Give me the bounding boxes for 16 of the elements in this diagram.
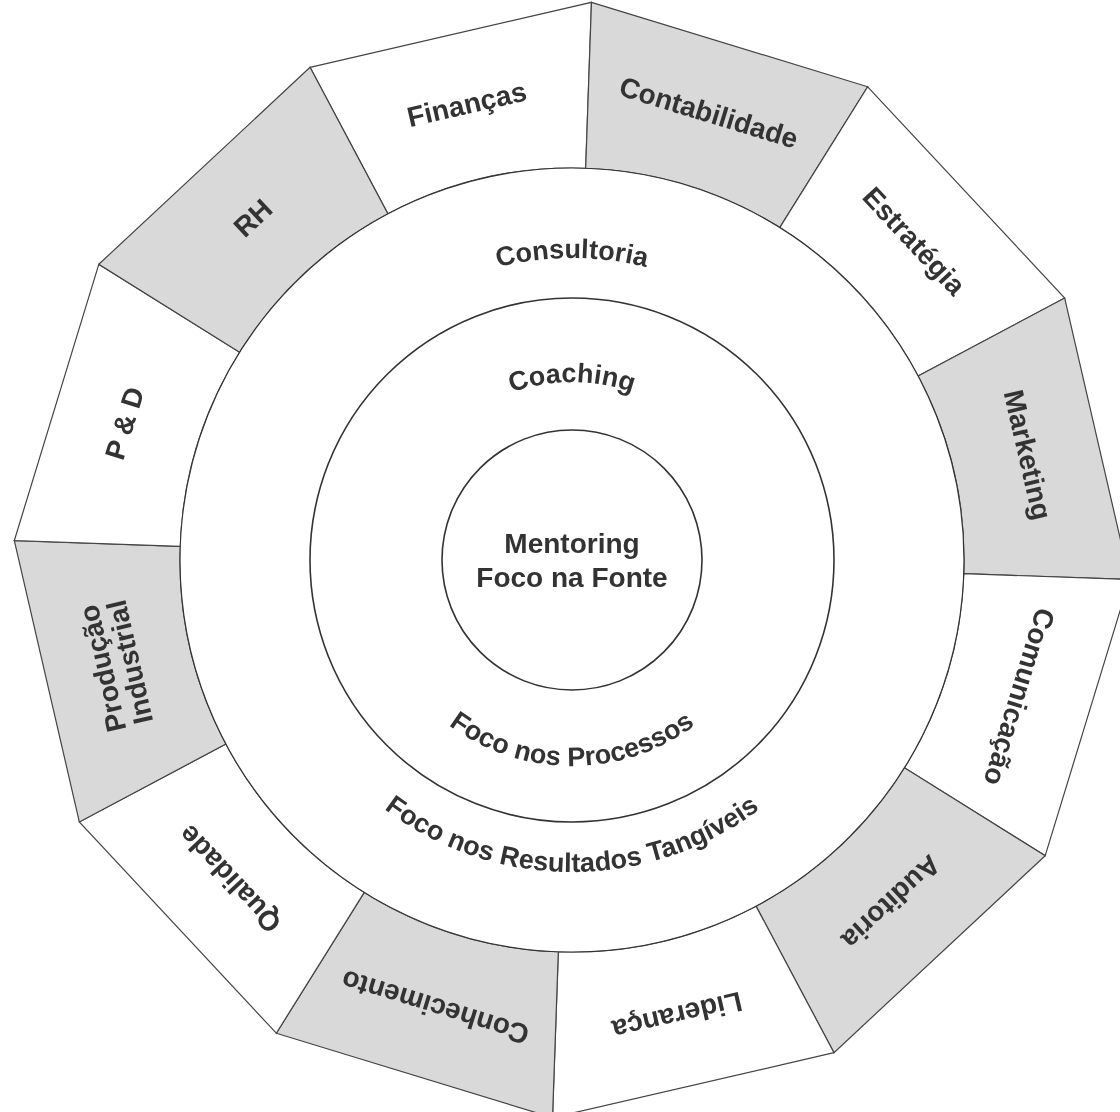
arc-label: Consultoria bbox=[492, 234, 652, 273]
ring-segment bbox=[551, 905, 835, 1112]
level-circle bbox=[179, 167, 965, 953]
ring-segment bbox=[13, 263, 241, 547]
segment-label: Finanças bbox=[404, 75, 530, 134]
ring-segment bbox=[98, 66, 389, 353]
ring-segment bbox=[309, 1, 593, 215]
arc-label: Coaching bbox=[504, 357, 640, 399]
segment-label: Liderança bbox=[609, 985, 746, 1046]
segment-label: RH bbox=[227, 192, 279, 244]
ring-segment bbox=[917, 297, 1120, 581]
level-circle bbox=[441, 429, 703, 691]
segment-label: Marketing bbox=[997, 386, 1058, 523]
segment-label: P & D bbox=[99, 383, 151, 464]
ring-segment bbox=[13, 539, 227, 823]
center-label: Mentoring Foco na Fonte bbox=[476, 528, 668, 593]
